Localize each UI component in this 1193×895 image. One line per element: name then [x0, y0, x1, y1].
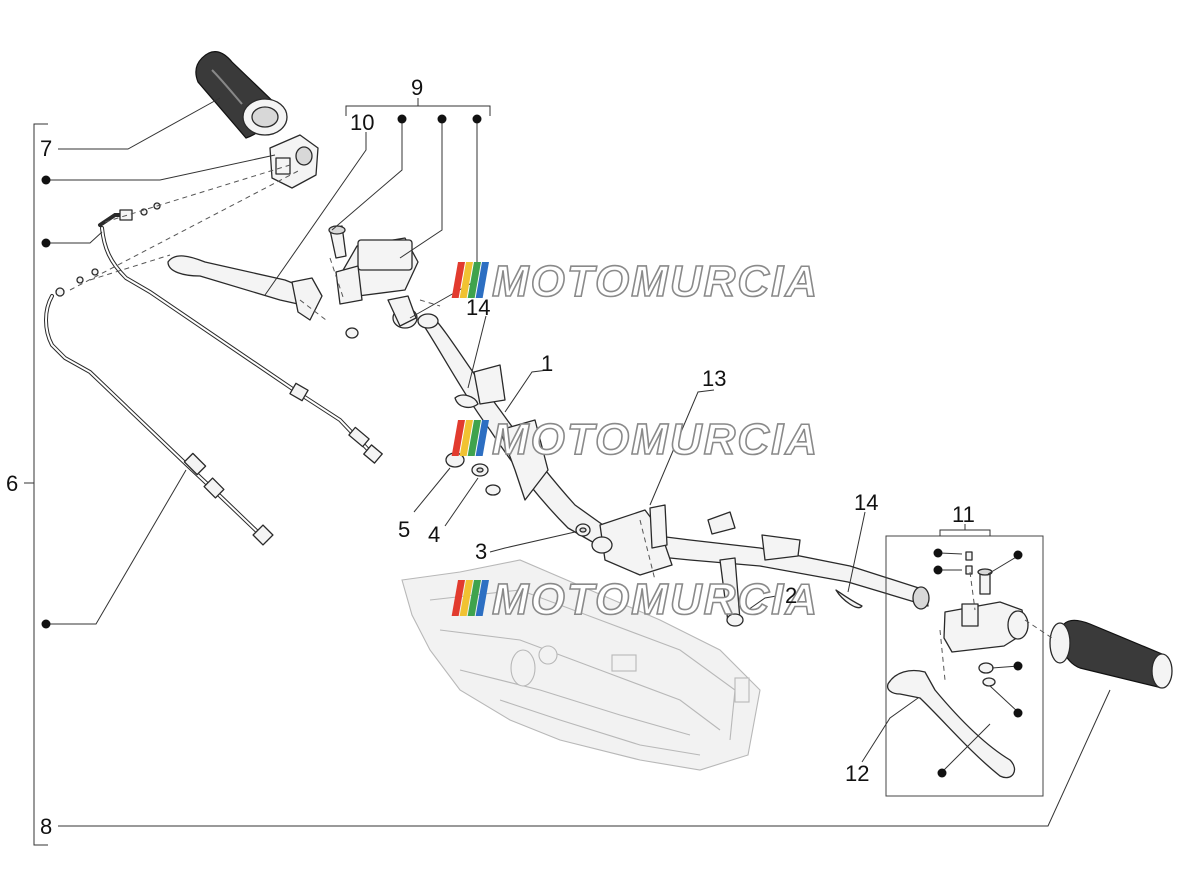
right-master-cylinder — [943, 551, 1029, 687]
callout-4: 4 — [428, 522, 440, 547]
watermark-bottom: MOTOMURCIA — [451, 574, 819, 625]
callout-10: 10 — [350, 110, 374, 135]
bullet-dots — [41, 114, 1023, 778]
watermark-text: MOTOMURCIA — [492, 575, 819, 624]
part-11-frame — [885, 535, 1044, 797]
left-switch-housing — [269, 134, 319, 189]
callout-14-right: 14 — [854, 490, 878, 515]
callout-1: 1 — [541, 351, 553, 376]
callout-6: 6 — [6, 471, 18, 496]
bracket-11 — [939, 529, 991, 536]
leader-lines — [48, 97, 1111, 827]
right-grip — [1049, 619, 1173, 689]
right-brake-lever — [886, 669, 1016, 779]
callout-14-left: 14 — [466, 295, 490, 320]
callout-13: 13 — [702, 366, 726, 391]
callout-3: 3 — [475, 539, 487, 564]
circlip-right — [835, 589, 863, 609]
throttle-cables — [44, 202, 383, 546]
left-brake-lever — [167, 255, 323, 321]
callout-7: 7 — [40, 136, 52, 161]
callout-5: 5 — [398, 517, 410, 542]
callout-labels: 1 2 3 4 5 6 7 8 9 10 11 12 13 14 14 — [6, 75, 975, 839]
watermark-middle: MOTOMURCIA — [451, 414, 819, 465]
handlebar-tube — [417, 313, 930, 627]
callout-9: 9 — [411, 75, 423, 100]
circlip-left — [454, 394, 479, 409]
left-master-cylinder — [328, 225, 419, 339]
callout-2: 2 — [785, 583, 797, 608]
bracket-6 — [33, 123, 48, 846]
watermark-text: MOTOMURCIA — [492, 257, 819, 306]
ghost-frame-body — [401, 559, 761, 771]
watermark-top: MOTOMURCIA — [451, 256, 819, 307]
callout-8: 8 — [40, 814, 52, 839]
callout-12: 12 — [845, 761, 869, 786]
assembly-guides — [69, 164, 1056, 681]
left-grip — [195, 51, 288, 139]
callout-11: 11 — [952, 502, 975, 527]
watermark-text: MOTOMURCIA — [492, 415, 819, 464]
